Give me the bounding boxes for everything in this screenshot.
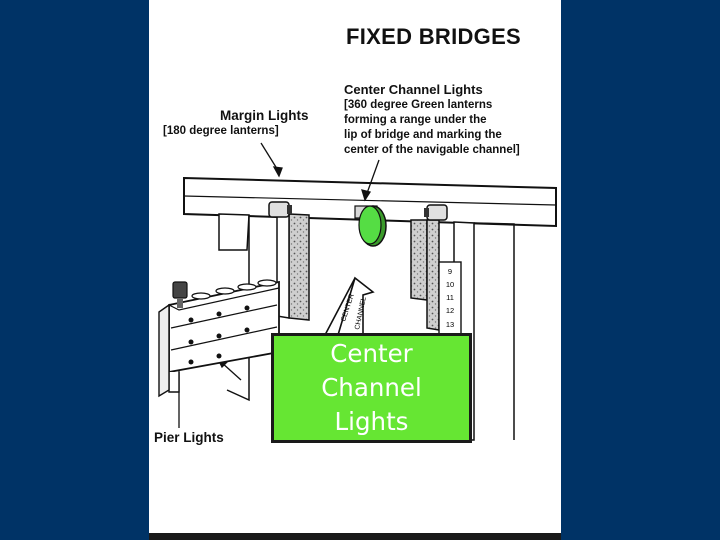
bridge-drawing: 9 10 11 12 13 CENTER CHANNEL — [158, 142, 557, 441]
center-channel-label-line: lip of bridge and marking the — [344, 129, 502, 141]
gauge-number: 11 — [446, 293, 454, 302]
gauge-number: 9 — [448, 267, 452, 276]
center-channel-label-line: center of the navigable channel] — [344, 144, 520, 156]
margin-light-right — [424, 204, 448, 221]
center-channel-label-line: forming a range under the — [344, 114, 487, 126]
center-channel-label-heading: Center Channel Lights — [344, 82, 483, 97]
figure-panel: 9 10 11 12 13 CENTER CHANNEL — [149, 0, 561, 540]
clearance-gauge: 9 10 11 12 13 — [438, 261, 462, 335]
gauge-number: 10 — [446, 280, 454, 289]
margin-lights-label-sub: [180 degree lanterns] — [163, 125, 279, 137]
callout-text: Center Channel Lights — [321, 339, 422, 436]
margin-lights-label-heading: Margin Lights — [220, 108, 309, 123]
center-channel-lantern — [354, 205, 387, 247]
gauge-number: 12 — [446, 306, 454, 315]
center-channel-label-line: [360 degree Green lanterns — [344, 99, 493, 111]
panel-bottom-edge — [149, 533, 561, 540]
gauge-number: 13 — [446, 320, 454, 329]
center-channel-arrow: CENTER CHANNEL — [324, 276, 375, 336]
pier-lights-label: Pier Lights — [154, 430, 224, 445]
margin-light-left — [268, 201, 292, 218]
pier-light — [172, 281, 188, 308]
page-title: FIXED BRIDGES — [346, 24, 522, 49]
center-channel-callout-box: Center Channel Lights — [271, 333, 472, 443]
